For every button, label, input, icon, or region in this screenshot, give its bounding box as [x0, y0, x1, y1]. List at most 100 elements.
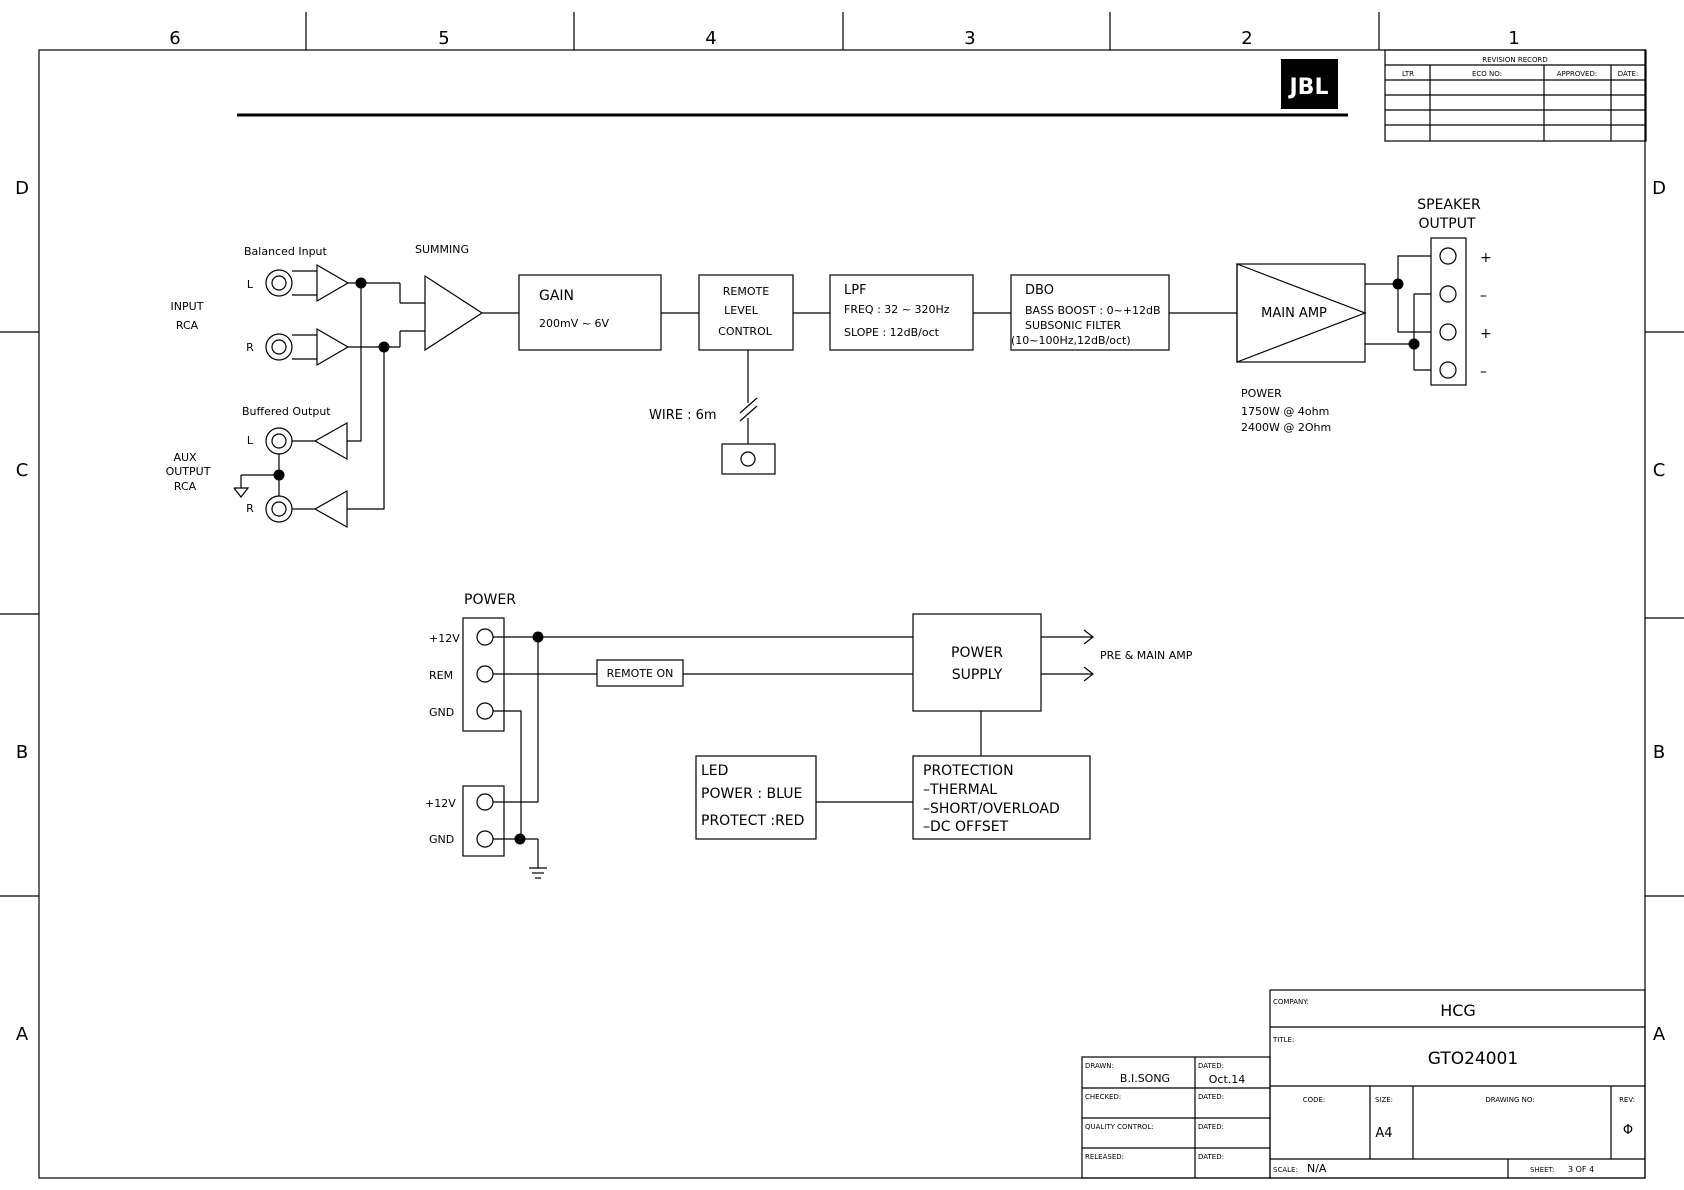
- pre-main-amp-label: PRE & MAIN AMP: [1100, 649, 1193, 662]
- ground-symbol: [529, 867, 547, 879]
- led-block: [695, 755, 817, 840]
- dbo-subsonic: SUBSONIC FILTER: [1025, 319, 1122, 332]
- terminal-label: +12V: [425, 797, 456, 810]
- drawing-frame: [0, 12, 1684, 1179]
- channel-l-label: L: [247, 278, 254, 291]
- row-label: B: [1653, 742, 1665, 763]
- protection-short: –SHORT/OVERLOAD: [923, 801, 1060, 817]
- terminal-label: GND: [429, 706, 454, 719]
- company-value: HCG: [1440, 1001, 1476, 1020]
- sheet-value: 3 OF 4: [1568, 1165, 1594, 1174]
- terminal-label: +12V: [429, 632, 460, 645]
- balanced-input-label: Balanced Input: [244, 245, 328, 258]
- row-label: C: [16, 460, 29, 481]
- released-label: RELEASED:: [1085, 1153, 1124, 1161]
- dbo-block: [1010, 274, 1170, 351]
- gain-title: GAIN: [539, 288, 574, 304]
- dated-label: DATED:: [1198, 1062, 1224, 1070]
- power-title: POWER: [464, 592, 516, 608]
- power-supply-label: POWER: [951, 645, 1003, 661]
- lpf-freq: FREQ : 32 ~ 320Hz: [844, 303, 950, 316]
- rev-value: Φ: [1623, 1123, 1633, 1138]
- title-block: COMPANY: HCG TITLE: GTO24001 DRAWN: B.I.…: [1081, 989, 1646, 1179]
- row-label: B: [16, 742, 28, 763]
- size-label: SIZE:: [1375, 1096, 1393, 1104]
- remote-level-label: CONTROL: [718, 325, 773, 338]
- drawing-title: GTO24001: [1428, 1049, 1518, 1069]
- power-supply-block: [912, 613, 1042, 712]
- scale-value: N/A: [1307, 1162, 1327, 1175]
- remote-knob-box: [721, 443, 776, 475]
- main-amp-block: [1236, 263, 1366, 363]
- input-rca-label: RCA: [176, 319, 199, 332]
- buffered-output-label: Buffered Output: [242, 405, 331, 418]
- row-label: D: [15, 178, 29, 199]
- channel-r-label: R: [246, 502, 254, 515]
- input-buffer-r: [316, 327, 350, 367]
- row-label: D: [1652, 178, 1666, 199]
- protection-thermal: –THERMAL: [923, 782, 997, 798]
- signal-path: Balanced Input INPUT RCA L R SUMMING: [166, 197, 1492, 529]
- drawn-value: B.I.SONG: [1120, 1072, 1170, 1085]
- speaker-output-label: OUTPUT: [1418, 216, 1476, 232]
- summing-amp: [424, 274, 484, 352]
- scale-label: SCALE:: [1273, 1166, 1298, 1174]
- remote-on-block: [596, 659, 684, 687]
- rev-label: REV:: [1619, 1096, 1635, 1104]
- terminal-label: GND: [429, 833, 454, 846]
- output-buffer-r: [313, 489, 348, 529]
- row-labels: D C B A D C B A: [15, 178, 1666, 1045]
- power-terminal-block-2: [462, 785, 505, 857]
- power-section: POWER +12V REM GND +12V GND REMOTE ON: [425, 592, 1193, 879]
- checked-label: CHECKED:: [1085, 1093, 1121, 1101]
- main-amp-label: MAIN AMP: [1261, 306, 1327, 321]
- power-spec-2ohm: 2400W @ 2Ohm: [1241, 421, 1331, 434]
- revision-record-table: REVISION RECORD LTR ECO NO: APPROVED: DA…: [1384, 49, 1647, 142]
- revision-header: ECO NO:: [1472, 70, 1502, 78]
- dated-label: DATED:: [1198, 1123, 1224, 1131]
- remote-level-control-block: [698, 274, 794, 351]
- drawn-label: DRAWN:: [1085, 1062, 1114, 1070]
- column-labels: 6 5 4 3 2 1: [169, 28, 1519, 49]
- column-label: 6: [169, 28, 180, 49]
- revision-header: DATE:: [1618, 70, 1639, 78]
- gain-range: 200mV ~ 6V: [539, 317, 609, 330]
- protection-title: PROTECTION: [923, 763, 1014, 779]
- led-title: LED: [701, 763, 728, 779]
- drawing-number-label: DRAWING NO:: [1485, 1096, 1534, 1104]
- column-label: 3: [964, 28, 975, 49]
- dated-label: DATED:: [1198, 1153, 1224, 1161]
- gain-block: [518, 274, 662, 351]
- column-label: 1: [1508, 28, 1519, 49]
- speaker-output-label: SPEAKER: [1417, 197, 1481, 213]
- rca-jack-aux-r: [265, 495, 293, 523]
- power-spec-label: POWER: [1241, 387, 1282, 400]
- terminal-sign: +: [1480, 326, 1492, 342]
- terminal-sign: –: [1480, 288, 1487, 304]
- title-label: TITLE:: [1272, 1036, 1294, 1044]
- revision-header: LTR: [1402, 70, 1414, 78]
- rca-jack-aux-l: [265, 427, 293, 455]
- revision-title: REVISION RECORD: [1482, 56, 1548, 64]
- company-label: COMPANY:: [1273, 998, 1309, 1006]
- input-buffer-l: [316, 263, 350, 303]
- dbo-bass-boost: BASS BOOST : 0~+12dB: [1025, 304, 1161, 317]
- rca-jack-input-r: [265, 333, 293, 361]
- remote-knob-icon: [740, 451, 756, 467]
- led-protect-red: PROTECT :RED: [701, 813, 804, 829]
- row-label: C: [1653, 460, 1666, 481]
- wire-length-label: WIRE : 6m: [649, 408, 717, 423]
- remote-level-label: REMOTE: [723, 285, 769, 298]
- speaker-terminal-1: [1439, 247, 1457, 265]
- terminal-sign: –: [1480, 364, 1487, 380]
- remote-level-label: LEVEL: [724, 304, 759, 317]
- channel-l-label: L: [247, 434, 254, 447]
- input-rca-label: INPUT: [171, 300, 204, 313]
- summing-label: SUMMING: [415, 243, 469, 256]
- dbo-subsonic-range: (10~100Hz,12dB/oct): [1011, 334, 1131, 347]
- column-label: 4: [705, 28, 716, 49]
- speaker-terminal-4: [1439, 361, 1457, 379]
- sheet-label: SHEET:: [1530, 1166, 1554, 1174]
- speaker-terminal-2: [1439, 285, 1457, 303]
